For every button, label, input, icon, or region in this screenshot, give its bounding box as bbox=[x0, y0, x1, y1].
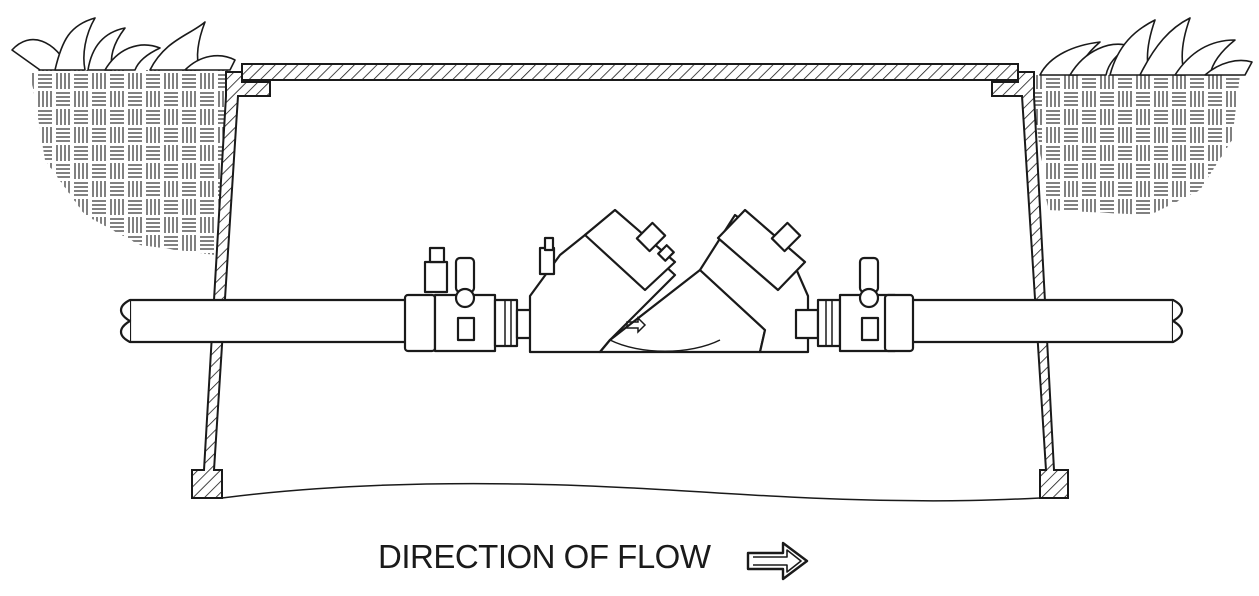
check-cover-2 bbox=[716, 208, 807, 292]
vault-floor bbox=[221, 482, 1041, 502]
arrow-right-outline-icon bbox=[746, 541, 809, 581]
direction-of-flow-label: DIRECTION OF FLOW bbox=[378, 538, 711, 575]
soil-right bbox=[1030, 75, 1240, 215]
outlet-pipe bbox=[903, 298, 1184, 344]
vault-wall-left bbox=[191, 71, 271, 499]
grass-right bbox=[1039, 17, 1253, 76]
soil-left bbox=[30, 70, 230, 255]
body-flow-arrow bbox=[626, 316, 647, 334]
grass-left bbox=[11, 17, 236, 71]
inlet-pipe bbox=[119, 298, 414, 344]
check-cover-1 bbox=[583, 208, 677, 292]
vault-lid bbox=[241, 63, 1019, 81]
double-check-valve-body bbox=[528, 208, 810, 354]
vault-wall-right bbox=[991, 71, 1069, 499]
right-union bbox=[794, 308, 820, 340]
outlet-shutoff-valve bbox=[816, 256, 915, 353]
inlet-shutoff-valve bbox=[403, 246, 519, 353]
